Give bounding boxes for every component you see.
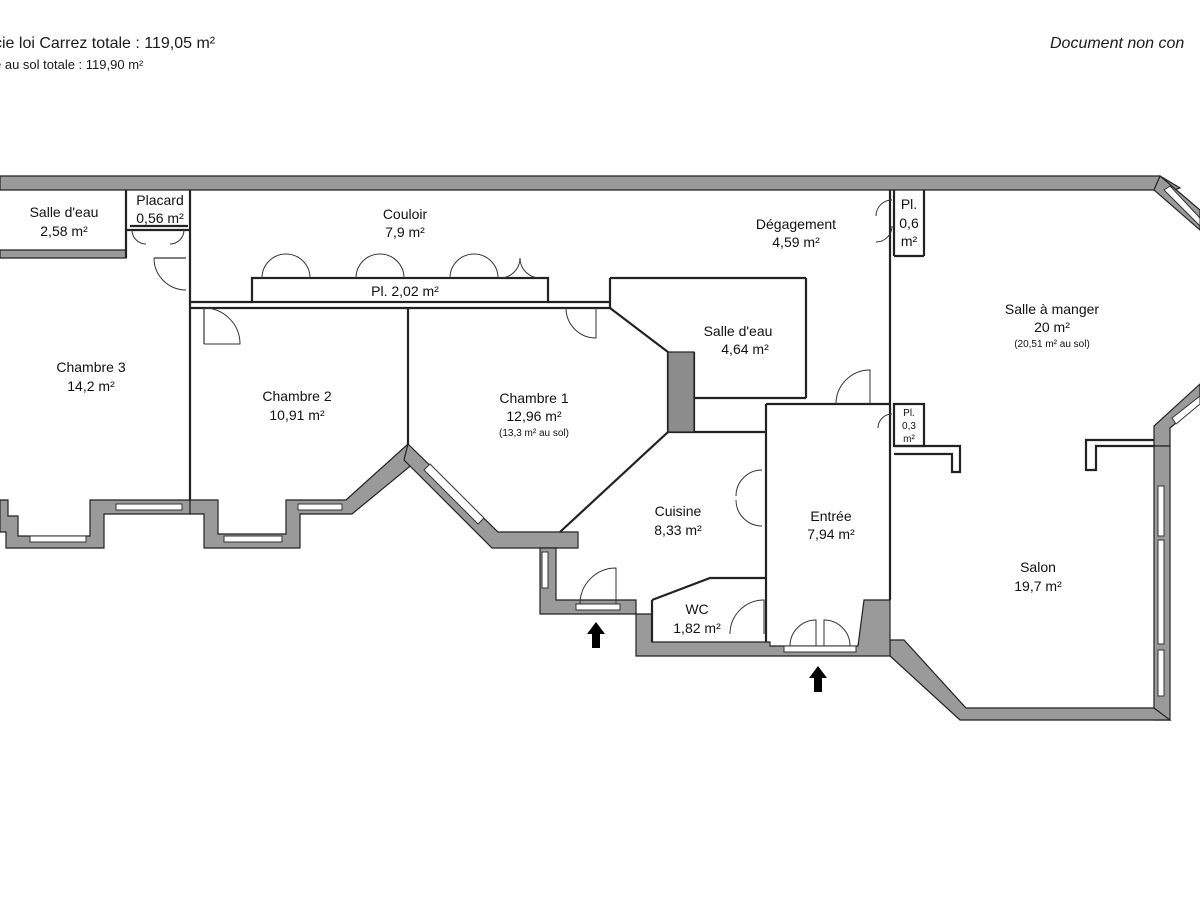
interior-walls (124, 190, 1154, 642)
entrance-arrow-entree (809, 666, 827, 692)
floor-total-area: e au sol totale : 119,90 m² (0, 57, 144, 72)
room-couloir-name: Couloir (383, 206, 428, 222)
disclaimer-text: Document non con (1050, 35, 1185, 52)
room-cuisine-area: 8,33 m² (654, 522, 702, 538)
room-salle-deau-2-area: 4,64 m² (721, 341, 769, 357)
room-couloir-area: 7,9 m² (385, 224, 425, 240)
room-degagement-area: 4,59 m² (772, 234, 820, 250)
room-salle-a-manger-name: Salle à manger (1005, 301, 1100, 317)
room-salle-deau-1-name: Salle d'eau (30, 204, 99, 220)
room-chambre-1-note: (13,3 m² au sol) (499, 428, 569, 439)
room-chambre-3-name: Chambre 3 (56, 359, 125, 375)
doors (131, 199, 893, 647)
entrance-arrow-cuisine (587, 622, 605, 648)
room-chambre-2-area: 10,91 m² (269, 407, 325, 423)
room-entree-area: 7,94 m² (807, 526, 855, 542)
wall-bottom-cuisine (539, 547, 891, 657)
room-chambre-3-area: 14,2 m² (67, 378, 115, 394)
room-labels: Salle d'eau 2,58 m² Placard 0,56 m² Coul… (30, 192, 1100, 636)
room-cuisine-name: Cuisine (655, 503, 702, 519)
room-salle-deau-2-name: Salle d'eau (704, 323, 773, 339)
room-pl-03-area-num: 0,3 (902, 421, 916, 432)
room-chambre-2-name: Chambre 2 (262, 388, 331, 404)
room-entree-name: Entrée (810, 508, 851, 524)
room-salle-a-manger-note: (20,51 m² au sol) (1014, 339, 1090, 350)
room-pl-06-area-num: 0,6 (899, 215, 919, 231)
windows (29, 185, 1200, 697)
carrez-total-area: cie loi Carrez totale : 119,05 m² (0, 35, 216, 52)
room-pl-03-name: Pl. (903, 408, 915, 419)
wall-top (0, 175, 1182, 193)
room-chambre-1-area: 12,96 m² (506, 408, 562, 424)
room-salle-a-manger-area: 20 m² (1034, 319, 1070, 335)
room-chambre-1-name: Chambre 1 (499, 390, 568, 406)
room-pl-03-area-unit: m² (903, 434, 915, 445)
room-degagement-name: Dégagement (756, 216, 836, 232)
room-pl-202-name: Pl. 2,02 m² (371, 283, 439, 299)
room-salon-name: Salon (1020, 559, 1056, 575)
room-pl-06-name: Pl. (901, 196, 917, 212)
wall-bottom-chambre2 (189, 443, 421, 549)
room-salon-area: 19,7 m² (1014, 578, 1062, 594)
wall-bottom-salon (889, 639, 1172, 721)
room-placard-area: 0,56 m² (136, 210, 184, 226)
wall-left-chambre3-top (0, 249, 127, 259)
room-wc-area: 1,82 m² (673, 620, 721, 636)
room-placard-name: Placard (136, 192, 183, 208)
wall-bottom-chambre1 (403, 442, 579, 549)
room-salle-deau-1-area: 2,58 m² (40, 223, 88, 239)
room-pl-06-area-unit: m² (901, 233, 918, 249)
room-wc-name: WC (685, 601, 708, 617)
